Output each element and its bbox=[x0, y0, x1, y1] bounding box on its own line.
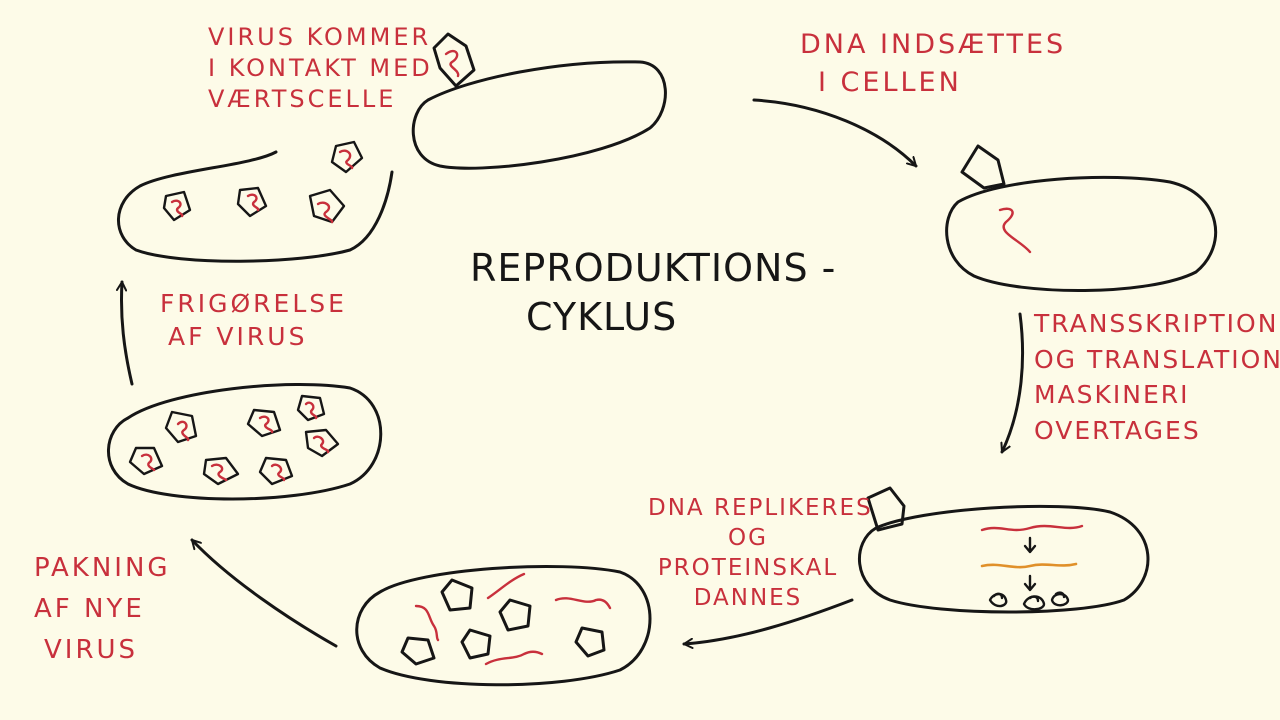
virus-icon bbox=[202, 456, 240, 486]
label-release: FRIGØRELSE AF VIRUS bbox=[160, 289, 347, 351]
capsid-icon bbox=[440, 578, 474, 612]
virus-icon bbox=[164, 410, 198, 444]
released-virus-icon bbox=[162, 190, 192, 222]
capsid-icon bbox=[400, 636, 436, 666]
arrow-contact-to-insert bbox=[752, 98, 918, 168]
cycle-title: REPRODUKTIONS - CYKLUS bbox=[470, 244, 836, 341]
injected-dna bbox=[998, 207, 1032, 254]
arrow-insert-to-replicate bbox=[1002, 312, 1025, 454]
label-machinery-takeover: TRANSSKRIPTION OG TRANSLATION MASKINERI … bbox=[1034, 309, 1280, 445]
capsid-icon bbox=[460, 628, 492, 660]
protein-clusters bbox=[988, 591, 1070, 611]
label-packing: PAKNING AF NYE VIRUS bbox=[34, 553, 171, 666]
virus-icon bbox=[296, 394, 326, 422]
virus-icon bbox=[128, 446, 164, 476]
released-virus-icon bbox=[330, 140, 364, 174]
title-line-2: CYKLUS bbox=[526, 294, 678, 339]
label-dna-replicate: DNA REPLIKERES OG PROTEINSKAL DANNES bbox=[648, 495, 873, 611]
capsid-icon bbox=[574, 626, 606, 658]
arrow-full-to-release bbox=[121, 280, 134, 386]
label-dna-insert: DNA INDSÆTTES I CELLEN bbox=[800, 29, 1067, 98]
virus-icon bbox=[304, 428, 340, 458]
empty-virus-icon bbox=[960, 144, 1006, 190]
host-cell-insert bbox=[945, 144, 1218, 292]
label-virus-contact: VIRUS KOMMER I KONTAKT MED VÆRTSCELLE bbox=[208, 23, 433, 114]
title-line-1: REPRODUKTIONS - bbox=[470, 246, 837, 290]
virus-icon bbox=[258, 456, 294, 486]
host-cell-replication bbox=[857, 486, 1150, 614]
host-cell-release bbox=[117, 140, 394, 263]
host-cell-full bbox=[107, 383, 383, 501]
empty-virus-icon bbox=[866, 486, 906, 532]
virus-icon bbox=[246, 408, 282, 438]
mrna-strand bbox=[980, 562, 1078, 569]
arrow-replicate-to-packing bbox=[682, 598, 854, 644]
attached-virus-icon bbox=[432, 32, 476, 88]
arrow-packing-to-full bbox=[190, 538, 338, 648]
capsid-icon bbox=[498, 598, 532, 632]
host-cell-packing bbox=[355, 564, 652, 687]
released-virus-icon bbox=[236, 186, 268, 218]
released-virus-icon bbox=[308, 188, 346, 224]
host-cell-contact bbox=[411, 32, 667, 170]
cycle-arrows bbox=[121, 98, 1025, 648]
